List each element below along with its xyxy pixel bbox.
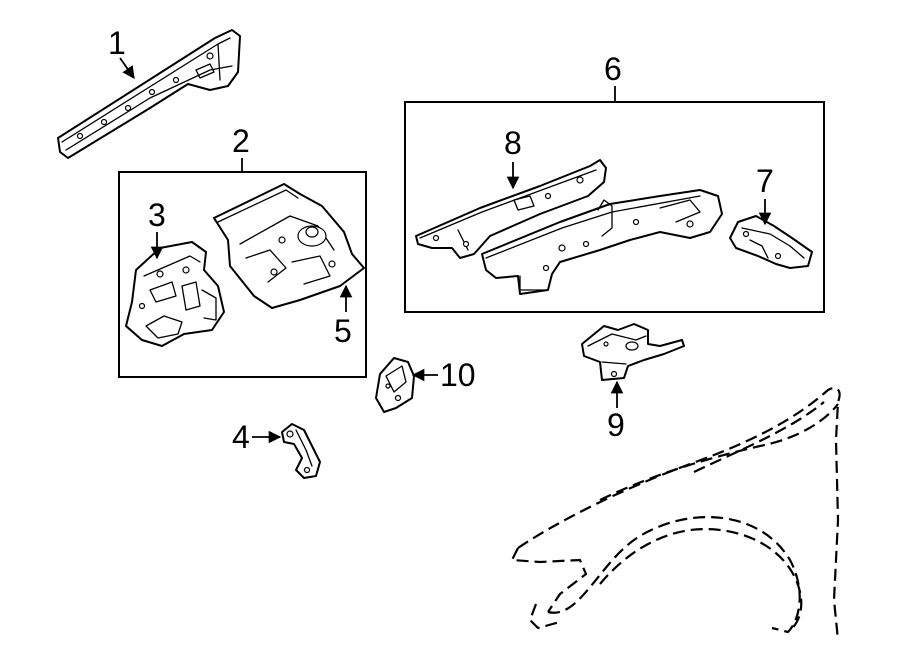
part-8-side-member[interactable] bbox=[415, 159, 607, 259]
leader-1 bbox=[119, 57, 135, 80]
callout-10: 10 bbox=[440, 357, 476, 393]
callout-5: 5 bbox=[334, 313, 352, 349]
callout-8: 8 bbox=[504, 125, 522, 161]
part-10-plate[interactable] bbox=[375, 357, 415, 413]
part-5-suspension-tower[interactable] bbox=[213, 183, 365, 309]
part-7-bracket[interactable] bbox=[729, 215, 813, 269]
part-4-bracket[interactable] bbox=[281, 423, 321, 479]
fender-outline-reference bbox=[510, 386, 841, 641]
callout-9: 9 bbox=[607, 407, 625, 443]
callout-2: 2 bbox=[232, 123, 250, 159]
callout-4: 4 bbox=[232, 419, 250, 455]
callout-7: 7 bbox=[756, 163, 774, 199]
callout-1: 1 bbox=[108, 25, 126, 61]
part-6-frame-rail[interactable] bbox=[481, 189, 723, 295]
part-3-wheelhouse-panel[interactable] bbox=[125, 241, 225, 347]
part-1-upper-rail[interactable] bbox=[57, 29, 241, 159]
callout-3: 3 bbox=[148, 197, 166, 233]
callout-6: 6 bbox=[604, 51, 622, 87]
part-9-support-bracket[interactable] bbox=[581, 323, 685, 381]
